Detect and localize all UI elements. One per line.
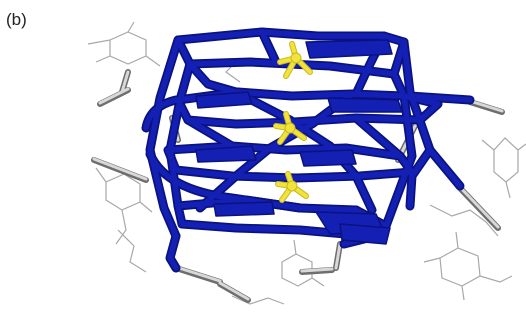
flanking-ring-lower-left	[105, 173, 141, 211]
flanking-bond	[423, 231, 513, 301]
base-slab	[195, 91, 253, 109]
flanking-bond	[87, 21, 161, 67]
flanking-bond	[481, 139, 526, 199]
base-slab	[213, 201, 275, 217]
ions	[273, 41, 313, 203]
flanking-ring-upper-left	[109, 31, 147, 65]
base-slab	[339, 223, 391, 245]
panel-label: (b)	[6, 10, 27, 29]
flanking-bond	[429, 204, 499, 237]
base-slab	[299, 149, 357, 167]
flanking-bond	[95, 167, 153, 245]
flanking-bond	[231, 295, 285, 305]
base-slab	[327, 97, 403, 113]
flanking-ring-right	[493, 137, 519, 183]
backbone	[141, 27, 475, 273]
base-slab	[195, 145, 257, 163]
base-slab	[305, 39, 393, 59]
flanking-bond	[117, 229, 147, 273]
flanking-ring-lower-right	[439, 247, 481, 287]
flanking-bond	[293, 239, 325, 287]
